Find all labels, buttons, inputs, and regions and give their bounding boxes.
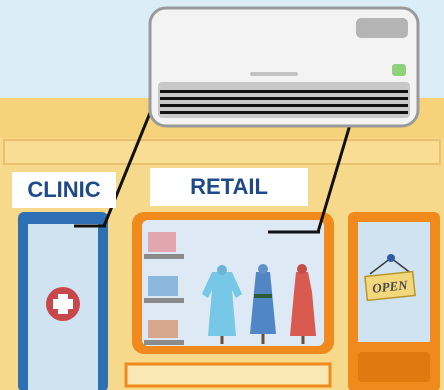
planter-box xyxy=(126,364,330,386)
folded-blue-clothes xyxy=(148,276,178,296)
air-conditioner-icon xyxy=(150,8,418,126)
retail-sign: RETAIL xyxy=(150,168,308,206)
shop-door-kickplate xyxy=(358,352,430,382)
shelf-2 xyxy=(144,298,184,303)
sign-hook xyxy=(387,254,395,262)
cross-horizontal xyxy=(53,299,73,309)
folded-tan-clothes xyxy=(148,320,178,338)
cornice-ledge xyxy=(4,140,440,164)
shelf-1 xyxy=(144,254,184,259)
folded-pink-clothes xyxy=(148,232,176,252)
clinic-sign: CLINIC xyxy=(12,172,116,208)
shelf-3 xyxy=(144,340,184,345)
